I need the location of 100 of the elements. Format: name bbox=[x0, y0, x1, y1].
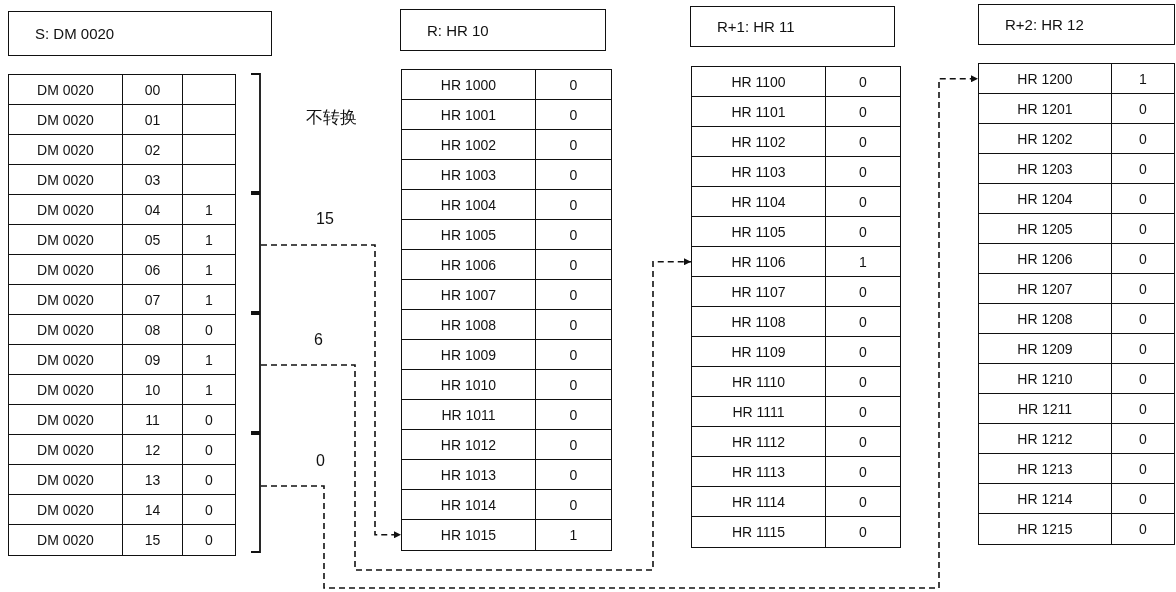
address-cell-text: HR 1210 bbox=[1016, 369, 1074, 389]
address-cell-text: HR 1115 bbox=[730, 522, 787, 542]
address-cell-text: DM 0020 bbox=[36, 230, 95, 250]
table-row bbox=[691, 396, 901, 428]
header-box: R: HR 10 bbox=[400, 9, 606, 51]
note-text: 不转换 bbox=[304, 106, 359, 129]
address-cell-text: DM 0020 bbox=[36, 410, 95, 430]
table-row bbox=[8, 404, 236, 436]
address-cell-text: HR 1004 bbox=[439, 195, 498, 215]
address-cell-text: DM 0020 bbox=[36, 530, 95, 550]
address-cell-text: HR 1203 bbox=[1016, 159, 1074, 179]
address-cell-text: HR 1107 bbox=[730, 282, 787, 302]
address-cell-text: DM 0020 bbox=[36, 170, 95, 190]
address-cell-text: DM 0020 bbox=[36, 200, 95, 220]
address-cell-text: HR 1114 bbox=[730, 492, 787, 512]
table-row bbox=[8, 464, 236, 496]
value-cell: 0 bbox=[825, 517, 900, 547]
address-cell-text: HR 1014 bbox=[439, 495, 498, 515]
table-row bbox=[691, 126, 901, 158]
dashed-arrow bbox=[260, 244, 402, 539]
header-box: R+2: HR 12 bbox=[978, 4, 1175, 45]
table-row bbox=[401, 429, 612, 461]
address-cell-text: HR 1110 bbox=[730, 372, 787, 392]
address-cell-text: HR 1100 bbox=[730, 72, 787, 92]
value-cell: 1 bbox=[535, 520, 611, 550]
table-row bbox=[401, 189, 612, 221]
address-cell-text: HR 1006 bbox=[439, 255, 498, 275]
header-box: S: DM 0020 bbox=[8, 11, 272, 56]
table-row bbox=[401, 489, 612, 521]
address-cell-text: HR 1000 bbox=[439, 75, 498, 95]
table-row bbox=[978, 93, 1175, 125]
address-cell-text: HR 1010 bbox=[439, 375, 498, 395]
address-cell-text: HR 1214 bbox=[1016, 489, 1074, 509]
address-cell-text: HR 1108 bbox=[730, 312, 787, 332]
table-row bbox=[978, 63, 1175, 95]
table-row bbox=[691, 156, 901, 188]
table-row bbox=[8, 494, 236, 526]
table-row bbox=[401, 99, 612, 131]
table-row bbox=[401, 459, 612, 491]
address-cell-text: HR 1001 bbox=[439, 105, 498, 125]
header-box: R+1: HR 11 bbox=[690, 6, 895, 47]
table-row bbox=[8, 104, 236, 136]
table-row bbox=[978, 513, 1175, 545]
address-cell-text: HR 1206 bbox=[1016, 249, 1074, 269]
table-row bbox=[401, 519, 612, 551]
table-row bbox=[978, 333, 1175, 365]
table-row bbox=[978, 453, 1175, 485]
bracket bbox=[251, 193, 261, 313]
address-cell-text: DM 0020 bbox=[36, 260, 95, 280]
bracket bbox=[251, 313, 261, 433]
table-row bbox=[691, 426, 901, 458]
address-cell-text: HR 1209 bbox=[1016, 339, 1074, 359]
table-row bbox=[691, 486, 901, 518]
table-row bbox=[8, 284, 236, 316]
table-row bbox=[691, 516, 901, 548]
address-cell-text: HR 1015 bbox=[439, 525, 498, 545]
table-row bbox=[691, 276, 901, 308]
address-cell-text: HR 1007 bbox=[439, 285, 498, 305]
table-row bbox=[978, 483, 1175, 515]
table-row bbox=[8, 74, 236, 106]
table-row bbox=[978, 183, 1175, 215]
address-cell-text: HR 1009 bbox=[439, 345, 498, 365]
address-cell-text: HR 1204 bbox=[1016, 189, 1074, 209]
value-cell: 0 bbox=[1111, 514, 1174, 544]
address-cell-text: DM 0020 bbox=[36, 470, 95, 490]
address-cell-text: DM 0020 bbox=[36, 80, 95, 100]
address-cell-text: DM 0020 bbox=[36, 350, 95, 370]
address-cell-text: HR 1111 bbox=[731, 402, 786, 422]
table-row bbox=[978, 303, 1175, 335]
table-row bbox=[978, 273, 1175, 305]
table-row bbox=[978, 243, 1175, 275]
table-row bbox=[978, 213, 1175, 245]
address-cell-text: HR 1200 bbox=[1016, 69, 1074, 89]
table-row bbox=[691, 186, 901, 218]
table-row bbox=[691, 306, 901, 338]
address-cell-text: HR 1112 bbox=[730, 432, 787, 452]
table-row bbox=[8, 434, 236, 466]
table-row bbox=[8, 344, 236, 376]
bracket bbox=[251, 73, 261, 193]
table-row bbox=[691, 246, 901, 278]
table-row bbox=[978, 123, 1175, 155]
table-row bbox=[401, 279, 612, 311]
table-row bbox=[978, 423, 1175, 455]
address-cell-text: HR 1202 bbox=[1016, 129, 1074, 149]
address-cell-text: HR 1101 bbox=[730, 102, 787, 122]
table-row bbox=[401, 159, 612, 191]
dashed-arrow bbox=[260, 258, 692, 571]
address-cell-text: DM 0020 bbox=[36, 440, 95, 460]
address-cell-text: HR 1013 bbox=[439, 465, 498, 485]
address-cell-text: HR 1208 bbox=[1016, 309, 1074, 329]
address-cell-text: DM 0020 bbox=[36, 290, 95, 310]
table-row bbox=[691, 216, 901, 248]
address-cell-text: HR 1201 bbox=[1016, 99, 1074, 119]
address-cell-text: HR 1213 bbox=[1016, 459, 1074, 479]
table-row bbox=[401, 369, 612, 401]
address-cell-text: HR 1215 bbox=[1016, 519, 1074, 539]
address-cell-text: HR 1212 bbox=[1016, 429, 1074, 449]
table-row bbox=[691, 456, 901, 488]
table-row bbox=[401, 129, 612, 161]
table-row bbox=[978, 153, 1175, 185]
